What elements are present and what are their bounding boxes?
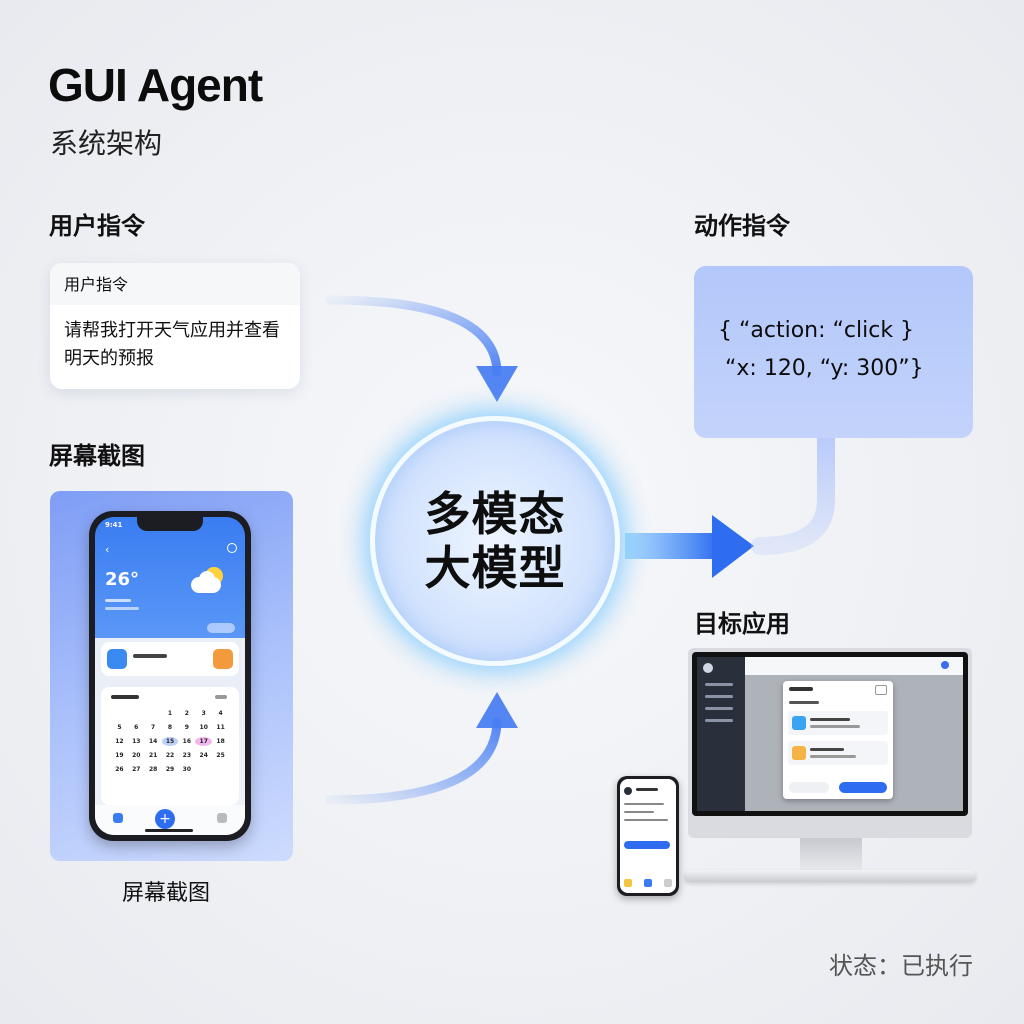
dialog-option-calendar[interactable] — [788, 741, 888, 765]
small-phone-action-button[interactable] — [624, 841, 670, 849]
execution-status: 状态：已执行 — [829, 952, 973, 980]
phone-time: 9:41 — [105, 521, 123, 529]
arrow-shot-to-model — [325, 717, 502, 805]
monitor-base — [684, 870, 976, 882]
multimodal-model-node: 多模态 大模型 — [370, 416, 620, 666]
arrow-head-right — [712, 515, 754, 578]
phone-temperature: 26° — [105, 569, 140, 590]
small-phone-screen — [620, 779, 676, 893]
screenshot-label: 屏幕截图 — [49, 442, 145, 470]
user-instruction-text-line1: 请帮我打开天气应用并查看 — [64, 320, 280, 341]
model-label-line1: 多模态 — [424, 487, 566, 541]
app-sidebar — [697, 657, 745, 811]
user-instruction-card-title: 用户指令 — [50, 263, 300, 305]
chevron-left-icon[interactable]: ‹ — [105, 543, 110, 556]
screenshot-caption: 屏幕截图 — [122, 881, 211, 906]
monitor-stand — [800, 838, 862, 870]
arrow-model-to-action — [625, 533, 717, 559]
app-topbar — [745, 657, 963, 675]
weather-app-icon — [107, 649, 127, 669]
user-instruction-label: 用户指令 — [49, 212, 145, 240]
home-tab-icon[interactable] — [113, 813, 123, 823]
action-json-line2: “x: 120, “y: 300”} — [718, 356, 924, 381]
permission-dialog — [783, 681, 893, 799]
dialog-confirm-button[interactable] — [839, 782, 887, 793]
app-shortcut-icon[interactable] — [213, 649, 233, 669]
settings-icon[interactable] — [227, 543, 237, 553]
page-subtitle: 系统架构 — [50, 127, 163, 160]
desktop-monitor — [688, 648, 972, 838]
action-instruction-label: 动作指令 — [694, 212, 790, 240]
user-instruction-text-line2: 明天的预报 — [64, 348, 154, 369]
page-title: GUI Agent — [48, 59, 263, 111]
dialog-close-icon[interactable] — [875, 685, 887, 695]
action-json-line1: { “action: “click } — [718, 318, 915, 343]
arrow-user-to-model — [325, 295, 502, 377]
model-label-line2: 大模型 — [424, 541, 566, 595]
user-instruction-text: 请帮我打开天气应用并查看 明天的预报 — [50, 305, 300, 373]
sun-cloud-icon — [191, 567, 229, 597]
weather-summary-card[interactable] — [101, 642, 239, 676]
action-json: { “action: “click } “x: 120, “y: 300”} — [718, 312, 924, 388]
target-app-label: 目标应用 — [694, 610, 790, 638]
small-phone-mockup — [617, 776, 679, 896]
phone-tab-bar: + — [95, 805, 245, 835]
monitor-bezel — [692, 652, 968, 816]
profile-tab-icon[interactable] — [217, 813, 227, 823]
arrow-head-bottom — [476, 692, 518, 728]
phone-notch — [137, 517, 203, 531]
plus-icon[interactable]: + — [155, 809, 175, 829]
connector-to-action-card — [751, 429, 835, 555]
action-instruction-card: { “action: “click } “x: 120, “y: 300”} — [694, 266, 973, 438]
dialog-cancel-button[interactable] — [789, 782, 829, 793]
arrow-head-top — [476, 366, 518, 402]
dialog-option-weather[interactable] — [788, 711, 888, 735]
user-instruction-card: 用户指令 请帮我打开天气应用并查看 明天的预报 — [50, 263, 300, 389]
monitor-screen — [697, 657, 963, 811]
